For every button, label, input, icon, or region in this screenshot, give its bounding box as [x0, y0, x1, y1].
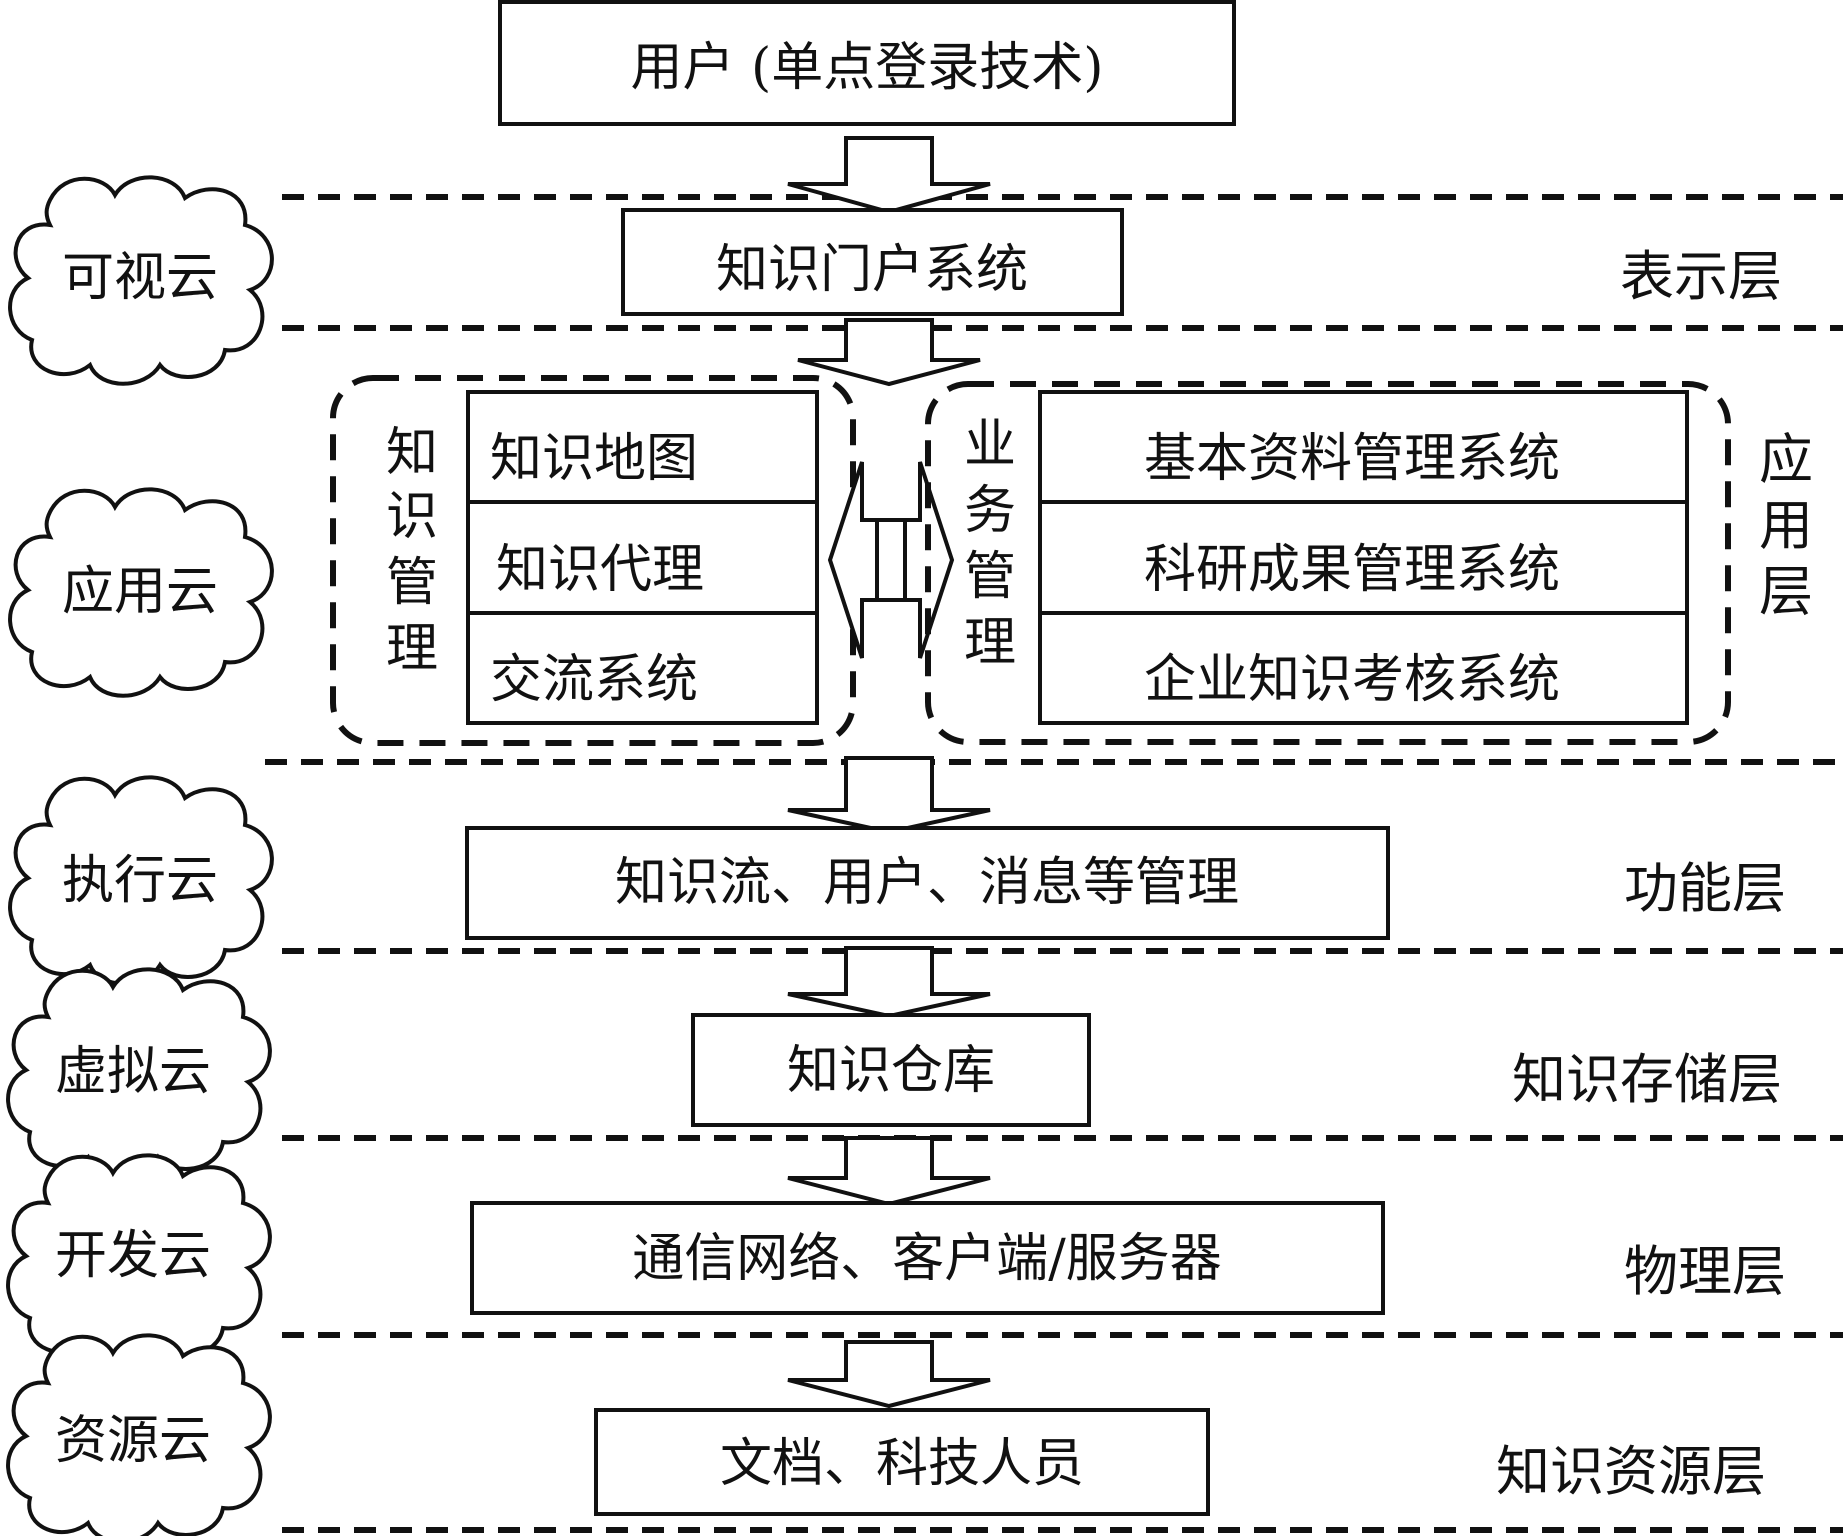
business-management-group — [925, 381, 1731, 745]
layer-separators — [265, 194, 1843, 1533]
bidirectional-arrow — [827, 461, 955, 659]
resource-box — [594, 1408, 1210, 1516]
function-label: 知识流、用户、消息等管理 — [615, 853, 1239, 913]
warehouse-label: 知识仓库 — [787, 1041, 995, 1101]
physical-label: 通信网络、客户端/服务器 — [632, 1229, 1222, 1289]
knowledge-management-list — [466, 390, 819, 725]
layer-storage-label: 知识存储层 — [1512, 1048, 1782, 1111]
cloud-execution: 执行云 — [8, 775, 274, 986]
km-title-char: 管 — [386, 553, 438, 613]
cloud-visual: 可视云 — [8, 175, 274, 386]
bm-item: 基本资料管理系统 — [1144, 429, 1560, 489]
down-arrow-4 — [787, 946, 991, 1019]
business-management-list — [1038, 390, 1689, 725]
cloud-label: 可视云 — [62, 248, 218, 308]
resource-label: 文档、科技人员 — [720, 1434, 1084, 1494]
knowledge-management-title: 知 识 管 理 — [386, 423, 438, 679]
portal-box — [621, 208, 1124, 316]
cloud-label: 虚拟云 — [55, 1042, 211, 1102]
layer-presentation-label: 表示层 — [1620, 245, 1782, 308]
layer-application-char: 应 — [1759, 428, 1813, 491]
cloud-virtual: 虚拟云 — [6, 967, 272, 1178]
bm-item: 企业知识考核系统 — [1144, 650, 1560, 710]
warehouse-box — [691, 1013, 1091, 1127]
km-title-char: 识 — [386, 487, 438, 547]
layer-application-char: 用 — [1759, 494, 1813, 557]
km-item: 知识地图 — [490, 429, 698, 489]
cloud-application: 应用云 — [8, 487, 274, 698]
down-arrow-3 — [787, 756, 991, 835]
function-box — [465, 826, 1390, 940]
layer-function-label: 功能层 — [1624, 857, 1786, 920]
cloud-label: 应用云 — [62, 562, 218, 622]
km-item: 交流系统 — [490, 650, 698, 710]
cloud-resource: 资源云 — [6, 1333, 272, 1536]
km-item: 知识代理 — [496, 540, 704, 600]
bm-title-char: 理 — [964, 613, 1016, 673]
bm-title-char: 务 — [964, 481, 1016, 541]
cloud-label: 资源云 — [55, 1411, 211, 1471]
down-arrow-5 — [787, 1136, 991, 1207]
cloud-label: 开发云 — [55, 1226, 211, 1286]
layer-application-label: 应 用 层 — [1759, 428, 1813, 623]
down-arrow-6 — [787, 1340, 991, 1409]
cloud-label: 执行云 — [62, 851, 218, 911]
layer-physical-label: 物理层 — [1624, 1240, 1786, 1303]
down-arrow-2 — [797, 318, 981, 387]
layer-application-char: 层 — [1759, 560, 1813, 623]
down-arrow-1 — [787, 136, 991, 215]
layer-resource-label: 知识资源层 — [1496, 1440, 1766, 1503]
km-title-char: 理 — [386, 619, 438, 679]
portal-label: 知识门户系统 — [716, 240, 1028, 300]
physical-box — [470, 1201, 1385, 1315]
bm-title-char: 管 — [964, 547, 1016, 607]
business-management-title: 业 务 管 理 — [964, 415, 1016, 673]
cloud-development: 开发云 — [6, 1153, 272, 1364]
user-label: 用户 (单点登录技术) — [630, 38, 1103, 98]
bm-item: 科研成果管理系统 — [1144, 540, 1560, 600]
user-box — [498, 0, 1236, 126]
km-title-char: 知 — [386, 423, 438, 483]
bm-title-char: 业 — [964, 415, 1016, 475]
